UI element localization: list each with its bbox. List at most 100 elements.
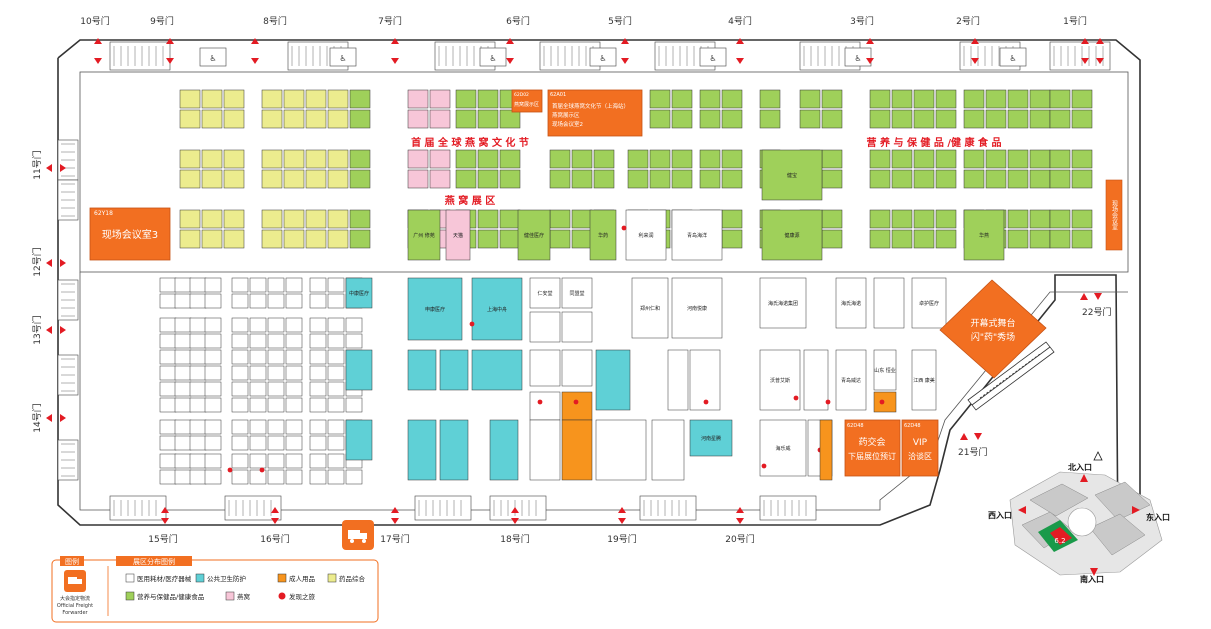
booth[interactable] — [407, 349, 437, 391]
booth[interactable] — [223, 149, 245, 169]
booth[interactable] — [549, 229, 571, 249]
booth[interactable] — [649, 89, 671, 109]
booth[interactable] — [285, 453, 303, 469]
booth[interactable] — [721, 109, 743, 129]
booth[interactable] — [285, 381, 303, 397]
booth[interactable] — [174, 333, 192, 349]
booth[interactable]: 中康医疗 — [345, 277, 373, 309]
booth[interactable] — [873, 391, 897, 413]
booth[interactable] — [985, 109, 1007, 129]
booth[interactable] — [174, 293, 192, 309]
booth[interactable] — [189, 469, 207, 485]
booth[interactable] — [799, 89, 821, 109]
booth[interactable] — [267, 317, 285, 333]
booth[interactable] — [204, 333, 222, 349]
booth[interactable] — [1029, 229, 1051, 249]
booth[interactable]: 华药 — [589, 209, 617, 261]
booth[interactable] — [477, 229, 499, 249]
booth[interactable] — [477, 109, 499, 129]
booth[interactable] — [671, 149, 693, 169]
booth[interactable] — [204, 397, 222, 413]
booth[interactable] — [174, 397, 192, 413]
booth[interactable] — [327, 277, 345, 293]
booth[interactable] — [309, 419, 327, 435]
booth[interactable] — [935, 109, 957, 129]
booth[interactable] — [189, 317, 207, 333]
booth[interactable] — [179, 209, 201, 229]
booth[interactable] — [309, 381, 327, 397]
booth[interactable] — [283, 209, 305, 229]
booth[interactable] — [189, 453, 207, 469]
booth[interactable] — [231, 277, 249, 293]
booth[interactable]: 海氏海诺集团 — [759, 277, 807, 329]
booth[interactable] — [204, 469, 222, 485]
booth[interactable] — [174, 349, 192, 365]
booth[interactable] — [963, 109, 985, 129]
booth[interactable] — [179, 109, 201, 129]
booth[interactable]: 健康源 — [761, 209, 823, 261]
booth[interactable] — [935, 209, 957, 229]
booth[interactable] — [309, 277, 327, 293]
booth[interactable] — [327, 109, 349, 129]
booth[interactable] — [571, 149, 593, 169]
booth[interactable] — [249, 277, 267, 293]
booth[interactable] — [1049, 209, 1071, 229]
booth[interactable] — [231, 419, 249, 435]
booth[interactable] — [285, 333, 303, 349]
booth[interactable] — [327, 365, 345, 381]
booth[interactable] — [309, 333, 327, 349]
booth[interactable] — [309, 453, 327, 469]
booth[interactable] — [1071, 109, 1093, 129]
booth[interactable] — [799, 109, 821, 129]
booth[interactable] — [267, 349, 285, 365]
booth[interactable] — [309, 293, 327, 309]
booth[interactable] — [201, 89, 223, 109]
booth[interactable]: 上海中舟 — [471, 277, 523, 341]
booth[interactable] — [439, 419, 469, 481]
booth[interactable] — [231, 453, 249, 469]
booth[interactable] — [349, 109, 371, 129]
booth[interactable] — [327, 169, 349, 189]
booth[interactable] — [174, 453, 192, 469]
booth[interactable] — [1049, 169, 1071, 189]
booth[interactable] — [873, 277, 905, 329]
booth[interactable] — [159, 277, 177, 293]
booth[interactable] — [1071, 229, 1093, 249]
booth[interactable] — [261, 109, 283, 129]
booth[interactable] — [174, 435, 192, 451]
booth[interactable] — [699, 149, 721, 169]
booth[interactable] — [1007, 209, 1029, 229]
booth[interactable] — [204, 317, 222, 333]
booth[interactable] — [529, 419, 561, 481]
booth[interactable] — [821, 229, 843, 249]
booth[interactable] — [627, 149, 649, 169]
booth[interactable] — [267, 469, 285, 485]
booth[interactable] — [1071, 209, 1093, 229]
booth[interactable] — [869, 89, 891, 109]
booth[interactable] — [499, 229, 521, 249]
booth[interactable]: 山东 恒业 — [873, 349, 897, 391]
booth[interactable] — [349, 169, 371, 189]
booth[interactable] — [327, 435, 345, 451]
booth[interactable] — [529, 311, 561, 343]
booth[interactable] — [477, 169, 499, 189]
booth[interactable] — [267, 365, 285, 381]
booth[interactable] — [1049, 109, 1071, 129]
booth[interactable] — [821, 209, 843, 229]
booth[interactable] — [667, 349, 689, 411]
booth[interactable] — [1007, 169, 1029, 189]
booth[interactable] — [223, 169, 245, 189]
booth[interactable] — [549, 169, 571, 189]
booth[interactable] — [349, 229, 371, 249]
booth[interactable] — [285, 397, 303, 413]
booth[interactable] — [571, 229, 593, 249]
booth[interactable] — [671, 169, 693, 189]
booth[interactable]: 沃普艾斯 — [759, 349, 801, 411]
booth[interactable] — [204, 419, 222, 435]
booth[interactable] — [223, 89, 245, 109]
booth[interactable] — [159, 419, 177, 435]
booth[interactable] — [249, 435, 267, 451]
booth[interactable] — [499, 169, 521, 189]
booth[interactable]: 健宝 — [761, 149, 823, 201]
booth[interactable] — [935, 229, 957, 249]
